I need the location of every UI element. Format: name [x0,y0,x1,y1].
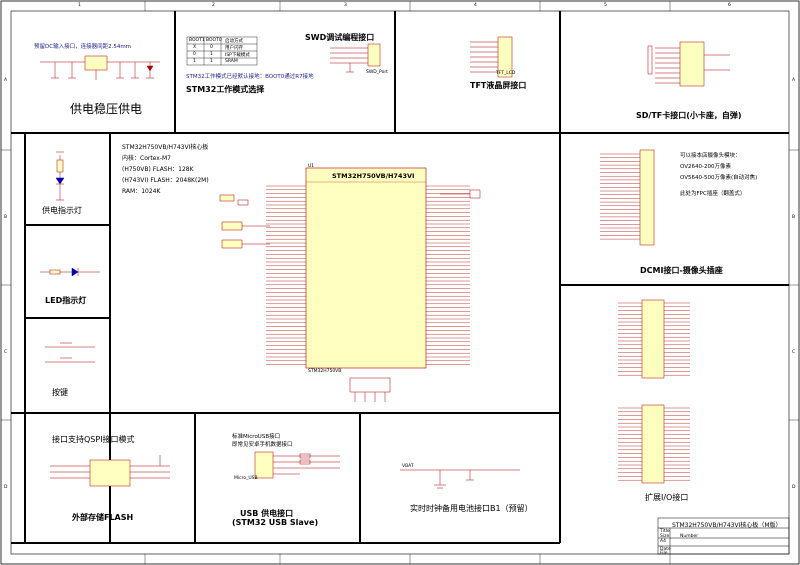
boot-r1c2: 0 [210,45,213,50]
swd-title: SWD调试编程接口 [305,33,375,42]
io-header-1 [641,299,665,379]
power-led-title: 供电指示灯 [42,206,82,215]
io-header-2 [641,404,665,484]
zone-row-b-right: B [792,215,796,220]
boot-r1c1: X [193,45,197,50]
io-title: 扩展I/O接口 [645,493,689,502]
rtc-title: 实时时钟备用电池接口B1（预留） [410,504,533,513]
zone-col-3: 3 [344,3,347,8]
rtc-battery [400,469,520,489]
boot-r2c2: 1 [210,52,213,57]
power-regulator-circuit [40,55,160,80]
mcu-pins [266,185,470,365]
dcmi-note-3: OV5640-500万像素(自动对焦) [680,175,758,181]
dcmi-note-2: OV2640-200万像素 [680,164,731,170]
mcu-chip-name: STM32H750VB/H743VI [332,172,415,180]
key-title: 按键 [52,388,68,397]
zone-col-2: 2 [212,3,215,8]
swd-label: SWD_Port [366,70,388,75]
boot-r3c3: SRAM [225,59,238,64]
boot-th-mode: 启动方式 [225,39,243,44]
qspi-flash-chip [50,455,170,487]
titleblock-number-key: Number [680,534,699,539]
zone-row-a: A [4,78,8,83]
titleblock-file-key: File [660,551,668,556]
dcmi-title: DCMI接口-摄像头插座 [640,266,723,275]
mcu-core: 内核：Cortex-M7 [122,155,171,162]
titleblock-title-key: Title [660,529,670,534]
zone-col-4: 4 [474,3,477,8]
zone-col-5: 5 [604,3,607,8]
boot-r3c1: 1 [193,59,196,64]
tft-label: TFT_LCD [496,71,516,76]
zone-row-c: C [4,350,8,355]
dcmi-note-4: 此处为FPC插座（翻盖式） [680,191,746,197]
titleblock-title: STM32H750VB/H743VI核心板（M版） [672,522,782,529]
qspi-subtitle: 外部存储FLASH [72,513,134,522]
usb-label: Micro_USB [234,476,258,481]
key-circuit [45,342,95,363]
boot-title: STM32工作模式选择 [186,85,265,94]
zone-row-c-right: C [792,350,796,355]
usb-title-2: (STM32 USB Slave) [232,518,319,527]
led-circuit [40,267,100,277]
mcu-ref: U1 [308,164,315,169]
led-title: LED指示灯 [45,296,87,305]
titleblock-size-val: A4 [660,539,666,544]
zone-row-d: D [4,485,8,490]
power-title: 供电稳压供电 [70,102,143,116]
usb-connector [254,451,340,479]
boot-r1c3: 用户闪存 [225,46,243,51]
titleblock-size-key: Size [660,534,670,539]
zone-row-d-right: D [792,485,796,490]
zone-row-a-right: A [792,78,796,83]
usb-note-1: 标准MicroUSB接口 [232,434,281,440]
qspi-title: 接口支持QSPI接口模式 [52,435,135,444]
boot-r2c1: 0 [193,52,196,57]
mcu-chip [305,167,427,369]
title-block-frame [657,517,790,555]
tft-connector [470,36,513,78]
mcu-title: STM32H750VB/H743VI核心板 [122,144,209,151]
dcmi-connector [639,149,655,246]
mcu-flash-750: (H750VB) FLASH：128K [122,166,194,173]
rtc-label: VBAT [402,464,414,469]
dcmi-note-1: 可以接本店摄像头模块： [680,153,741,159]
mcu-ram: RAM：1024K [122,188,161,195]
usb-title-1: USB 供电接口 [240,509,294,518]
boot-th-boot0: BOOT0 [206,38,222,43]
sd-title: SD/TF卡接口(小卡座，自弹) [636,111,742,120]
power-note: 预留DC输入接口，连接器间距2.54mm [34,44,132,50]
boot-th-boot1: BOOT1 [189,38,205,43]
boot-r2c3: ISP下载模式 [225,53,250,58]
mcu-footer: STM32H750VB [308,369,342,374]
boot-r3c2: 1 [210,59,213,64]
zone-col-1: 1 [78,3,81,8]
power-led-circuit [55,151,65,201]
usb-note-2: 即常见安卓手机数据接口 [232,442,293,448]
titleblock-date-key: Date [660,547,671,552]
sd-card-socket [647,41,730,87]
zone-col-6: 6 [728,3,731,8]
mcu-flash-743: (H743VI) FLASH：2048K(2M) [122,177,209,184]
boot-mode-table [186,36,258,66]
tft-title: TFT液晶屏接口 [470,81,527,90]
swd-connector [330,43,381,73]
mcu-support-parts [219,189,481,402]
boot-note: STM32工作模式已经默认接地：BOOT0通过R7接地 [186,74,314,80]
zone-row-b: B [4,215,8,220]
